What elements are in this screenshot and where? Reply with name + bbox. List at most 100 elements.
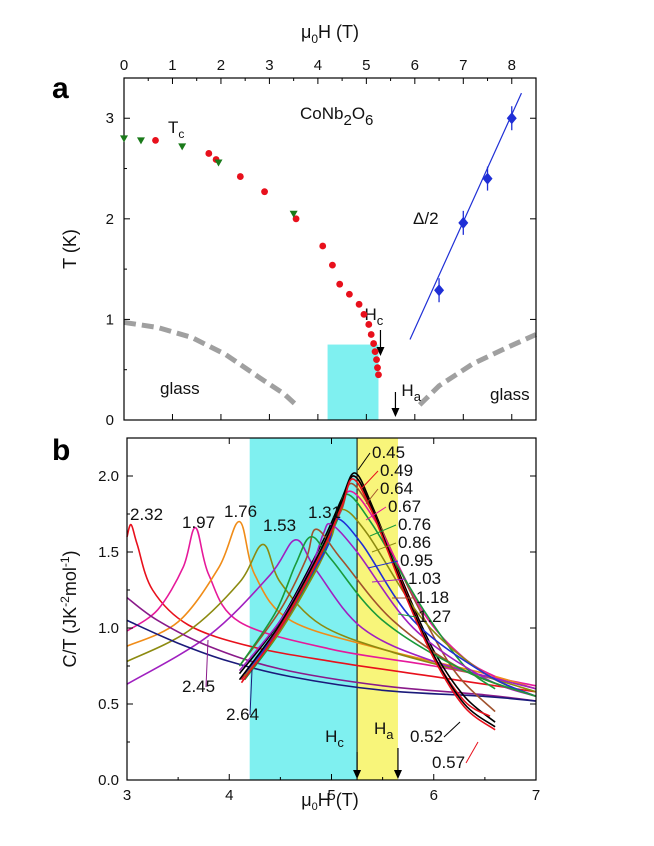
panel-a-frame xyxy=(123,77,537,421)
tc-circle-point xyxy=(370,340,378,347)
tc-circle-point xyxy=(292,215,300,223)
tc-circle-point xyxy=(345,290,353,298)
shaded-region xyxy=(327,344,379,420)
tc-circle-point xyxy=(373,356,380,364)
panel-a-hc-label: Hc xyxy=(364,305,383,328)
panel-a-x-tick-label: 5 xyxy=(362,57,370,74)
panel-a-x-tick-label: 4 xyxy=(314,57,322,74)
tc-circle-point xyxy=(152,136,159,144)
panel-a-x-tick-label: 8 xyxy=(508,57,516,74)
tc-triangle-point xyxy=(214,159,223,167)
curve-leader-2.64 xyxy=(249,669,253,716)
panel-b-y-tick-label: 1.5 xyxy=(98,544,119,561)
tc-circle-point xyxy=(236,173,244,180)
tc-circle-point xyxy=(360,310,368,318)
panel-a-y-axis-label: T (K) xyxy=(60,229,80,269)
curve-0.57 xyxy=(240,478,496,731)
panel-a-ha-label: Ha xyxy=(401,381,421,404)
curve-leader-0.49 xyxy=(361,470,379,489)
glass-boundary-left xyxy=(123,319,298,407)
curve-1.27 xyxy=(238,536,537,698)
curve-leader-0.86 xyxy=(371,542,397,553)
tc-triangle-point xyxy=(120,135,128,143)
tc-circle-point xyxy=(355,300,363,308)
curve-label-0.76: 0.76 xyxy=(398,515,431,534)
tc-triangle-point xyxy=(178,143,187,151)
panel-a-x-tick-label: 3 xyxy=(265,57,273,74)
shaded-cyan-band xyxy=(249,438,358,780)
curve-label-1.76: 1.76 xyxy=(224,502,257,521)
curve-label-1.97: 1.97 xyxy=(182,513,215,532)
delta-diamond-point xyxy=(482,172,493,185)
delta-diamond-point xyxy=(458,216,469,229)
curve-leader-0.52 xyxy=(443,721,461,738)
curve-label-2.45: 2.45 xyxy=(182,677,215,696)
curve-leader-0.95 xyxy=(367,560,399,569)
panel-a-glass-label-left: glass xyxy=(160,379,200,398)
curve-leader-0.67 xyxy=(365,506,387,521)
tc-circle-point xyxy=(365,321,373,328)
panel-b-hc-label: Hc xyxy=(325,727,344,750)
panel-a-y-tick-label: 2 xyxy=(106,211,114,228)
tc-circle-point xyxy=(261,188,268,196)
panel-b-x-tick-label: 5 xyxy=(327,787,335,804)
curve-1.53 xyxy=(126,543,537,693)
curve-label-2.64: 2.64 xyxy=(226,705,259,724)
panel-b-y-tick-label: 0.5 xyxy=(98,696,119,713)
glass-boundary-right xyxy=(417,332,538,407)
panel-a-x-tick-label: 2 xyxy=(217,57,225,74)
tc-circle-point xyxy=(375,371,382,379)
panel-b-y-tick-label: 2.0 xyxy=(98,468,119,485)
panel-b-y-axis-label: C/T (JK-2mol-1) xyxy=(58,550,80,667)
curve-label-2.32: 2.32 xyxy=(130,505,163,524)
panel-a-ha-arrow-head xyxy=(391,408,400,417)
panel-b-label: b xyxy=(52,434,70,467)
curve-leader-2.45 xyxy=(205,639,209,688)
tc-circle-point xyxy=(371,348,379,355)
panel-a-y-tick-label: 0 xyxy=(106,412,114,429)
panel-a-x-tick-label: 1 xyxy=(168,57,176,74)
panel-a-y-tick-label: 1 xyxy=(106,311,114,328)
panel-a-x-tick-label: 6 xyxy=(411,57,419,74)
tc-triangle-point xyxy=(136,137,145,145)
curve-leader-0.45 xyxy=(357,452,371,471)
panel-a-x-tick-label: 7 xyxy=(459,57,467,74)
curve-1.97 xyxy=(126,526,537,687)
curve-0.52 xyxy=(238,475,496,728)
curve-label-0.49: 0.49 xyxy=(380,461,413,480)
curve-label-1.18: 1.18 xyxy=(416,588,449,607)
curve-leader-0.57 xyxy=(465,741,479,764)
tc-circle-point xyxy=(329,261,336,269)
curve-leader-1.27 xyxy=(397,613,417,618)
panel-a-title: CoNb2O6 xyxy=(300,104,373,129)
curve-leader-0.64 xyxy=(365,488,379,505)
curve-leader-1.03 xyxy=(371,578,407,583)
curve-label-1.53: 1.53 xyxy=(263,516,296,535)
curve-1.31 xyxy=(126,539,537,690)
curve-label-0.45: 0.45 xyxy=(372,443,405,462)
curve-label-1.03: 1.03 xyxy=(408,569,441,588)
curve-label-0.67: 0.67 xyxy=(388,497,421,516)
delta-fit-line xyxy=(409,92,523,340)
curve-0.45 xyxy=(238,472,496,723)
curve-label-1.31: 1.31 xyxy=(308,503,341,522)
curve-2.64 xyxy=(126,619,537,702)
panel-a-delta-label: Δ/2 xyxy=(413,209,439,228)
curve-label-0.64: 0.64 xyxy=(380,479,413,498)
curve-2.45 xyxy=(126,596,537,702)
delta-diamond-point xyxy=(434,284,445,297)
curve-label-0.57: 0.57 xyxy=(432,753,465,772)
panel-a-tc-label: Tc xyxy=(168,118,184,141)
panel-a-label: a xyxy=(52,72,69,105)
panel-b-x-tick-label: 7 xyxy=(532,787,540,804)
panel-b-x-tick-label: 3 xyxy=(123,787,131,804)
tc-circle-point xyxy=(319,242,327,250)
curve-0.86 xyxy=(243,508,537,698)
curve-label-0.52: 0.52 xyxy=(410,727,443,746)
panel-a-hc-arrow-head xyxy=(376,347,385,356)
panel-b-x-axis-label: μ0H (T) xyxy=(301,790,358,813)
curve-leader-0.76 xyxy=(369,524,397,537)
delta-diamond-point xyxy=(506,112,517,125)
curve-label-0.86: 0.86 xyxy=(398,533,431,552)
